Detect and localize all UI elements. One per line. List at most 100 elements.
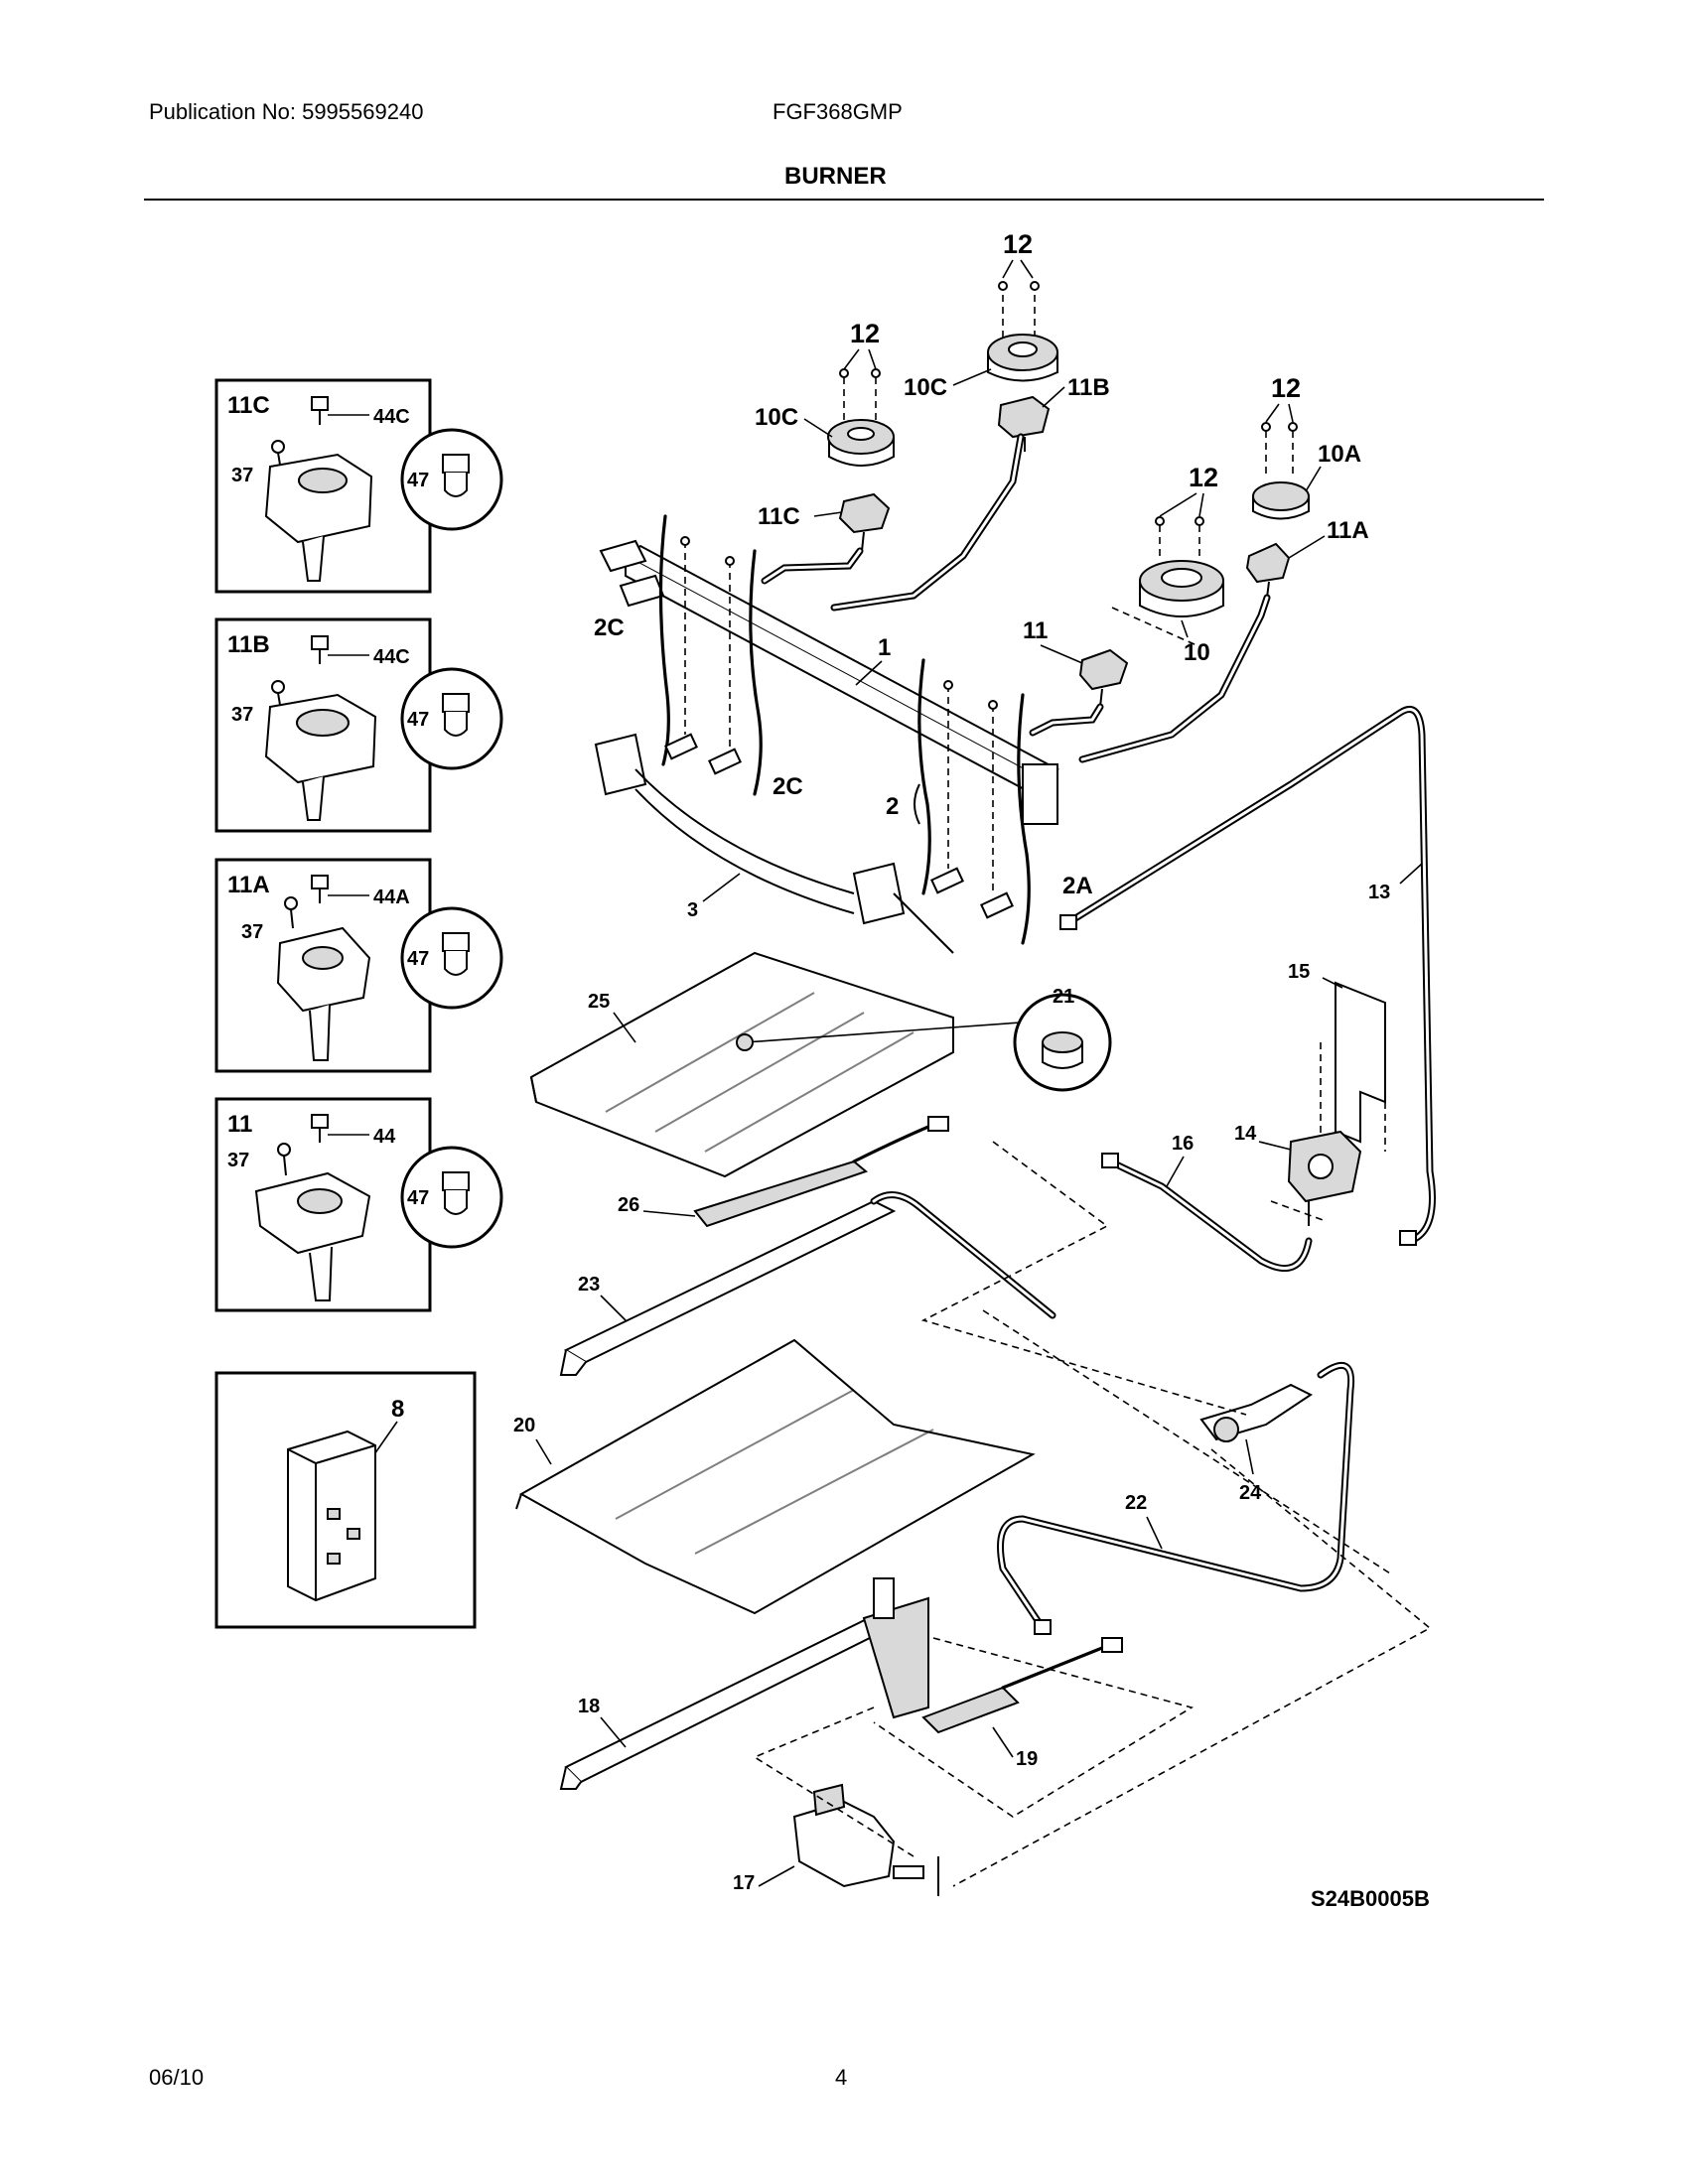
- svg-text:11C: 11C: [758, 503, 800, 530]
- burner-group-right: 12 10A 11A: [1078, 373, 1369, 763]
- broil-burner-23: [559, 1191, 1056, 1376]
- screw-37-icon: [277, 1143, 291, 1176]
- burner-head-10c-top-icon: [987, 334, 1058, 382]
- svg-text:20: 20: [513, 1415, 535, 1436]
- svg-text:1: 1: [878, 634, 891, 661]
- svg-text:21: 21: [1053, 986, 1074, 1008]
- svg-text:44C: 44C: [373, 646, 410, 668]
- svg-text:47: 47: [407, 1187, 429, 1209]
- svg-text:10: 10: [1184, 639, 1210, 666]
- igniter-26: [693, 1116, 949, 1228]
- svg-text:10A: 10A: [1318, 441, 1361, 468]
- burner-valve-11-icon: [254, 1171, 371, 1301]
- burner-valves-and-wires: [658, 514, 1031, 945]
- svg-text:37: 37: [231, 704, 253, 726]
- svg-text:14: 14: [1234, 1123, 1257, 1145]
- svg-text:2A: 2A: [1062, 873, 1093, 899]
- burner-valve-11a-icon: [1245, 542, 1291, 599]
- orifice-47-icon: [442, 932, 470, 976]
- footer-page-number: 4: [835, 2065, 848, 2090]
- burner-valve-11b-icon: [997, 395, 1051, 452]
- svg-text:37: 37: [241, 921, 263, 943]
- burner-head-10c-left-icon: [827, 419, 895, 467]
- burner-head-10a-icon: [1252, 481, 1310, 520]
- burner-group-center-right: 12 10 11: [1023, 463, 1224, 737]
- svg-text:2: 2: [886, 793, 899, 820]
- svg-text:17: 17: [733, 1872, 755, 1894]
- svg-text:37: 37: [231, 465, 253, 486]
- spark-module-8-icon: [287, 1430, 376, 1602]
- orifice-47-icon: [442, 1171, 470, 1215]
- gas-tube-16: [1101, 1153, 1313, 1273]
- svg-text:11A: 11A: [1327, 517, 1369, 544]
- heat-shield-25: [529, 951, 954, 1178]
- screw-44c-icon: [311, 396, 329, 425]
- section-title: BURNER: [784, 163, 887, 190]
- model-number: FGF368GMP: [773, 99, 903, 124]
- svg-text:12: 12: [1271, 373, 1301, 403]
- burner-valve-11a-icon: [276, 926, 371, 1061]
- svg-text:26: 26: [618, 1194, 639, 1216]
- spacer-21-callout: [736, 993, 1112, 1092]
- svg-text:12: 12: [850, 319, 880, 348]
- svg-text:44A: 44A: [373, 887, 410, 908]
- svg-text:47: 47: [407, 709, 429, 731]
- oven-valve-17: [792, 1783, 939, 1896]
- svg-text:25: 25: [588, 991, 610, 1013]
- svg-text:11A: 11A: [227, 872, 270, 898]
- burner-valve-11c-icon: [264, 453, 373, 582]
- svg-text:12: 12: [1189, 463, 1218, 492]
- svg-text:8: 8: [391, 1396, 404, 1423]
- burner-valve-11c-icon: [838, 492, 891, 552]
- burner-valve-11b-icon: [264, 693, 377, 821]
- svg-text:11B: 11B: [227, 631, 270, 658]
- svg-text:47: 47: [407, 948, 429, 970]
- burner-group-top-center: 12 10C 11B: [830, 229, 1110, 612]
- inset-panel-11: 11 44 37 47: [214, 1097, 503, 1312]
- svg-text:19: 19: [1016, 1748, 1038, 1770]
- screw-37-icon: [284, 896, 298, 929]
- svg-text:15: 15: [1288, 961, 1310, 983]
- diagram-code: S24B0005B: [1311, 1886, 1430, 1911]
- svg-text:10C: 10C: [904, 374, 947, 401]
- screw-44-icon: [311, 1114, 329, 1143]
- igniter-19: [921, 1637, 1123, 1734]
- footer-date: 06/10: [149, 2065, 205, 2090]
- burner-group-left: 12 10C 11C: [755, 319, 895, 585]
- svg-text:24: 24: [1239, 1482, 1262, 1504]
- screw-37-icon: [271, 440, 285, 478]
- oven-burner-18: [559, 1577, 929, 1790]
- svg-text:11: 11: [1023, 617, 1048, 644]
- svg-text:44C: 44C: [373, 406, 410, 428]
- svg-text:16: 16: [1172, 1133, 1194, 1155]
- svg-text:44: 44: [373, 1126, 396, 1148]
- svg-text:3: 3: [687, 899, 698, 921]
- screw-44c-icon: [311, 635, 329, 664]
- burner-valve-11-icon: [1078, 648, 1129, 708]
- svg-text:18: 18: [578, 1696, 600, 1717]
- svg-text:12: 12: [1003, 229, 1033, 259]
- svg-text:22: 22: [1125, 1492, 1147, 1514]
- orifice-holder-24: [1199, 1383, 1313, 1475]
- svg-text:47: 47: [407, 470, 429, 491]
- inset-panel-11b: 11B 44C 37 47: [214, 617, 503, 833]
- svg-text:11B: 11B: [1067, 374, 1110, 401]
- svg-text:13: 13: [1368, 882, 1390, 903]
- svg-text:23: 23: [578, 1274, 600, 1296]
- svg-text:37: 37: [227, 1150, 249, 1171]
- bracket-15: [1335, 981, 1386, 1144]
- inset-panel-11c: 11C 44C 37 47: [214, 378, 503, 594]
- inset-panel-8: 8: [214, 1371, 477, 1629]
- svg-text:10C: 10C: [755, 404, 798, 431]
- pressure-regulator-14: [1287, 1130, 1362, 1226]
- orifice-47-icon: [442, 454, 470, 497]
- orifice-47-icon: [442, 693, 470, 737]
- inset-panel-11a: 11A 44A 37 47: [214, 858, 503, 1073]
- gas-tube-22: [997, 1362, 1355, 1635]
- assembly-guide-lines: [753, 1141, 1432, 1887]
- manifold-pipe-1: [599, 539, 1059, 825]
- svg-text:11: 11: [227, 1111, 252, 1138]
- screw-44a-icon: [311, 875, 329, 903]
- svg-text:2C: 2C: [594, 614, 625, 641]
- publication-number: Publication No: 5995569240: [149, 99, 424, 124]
